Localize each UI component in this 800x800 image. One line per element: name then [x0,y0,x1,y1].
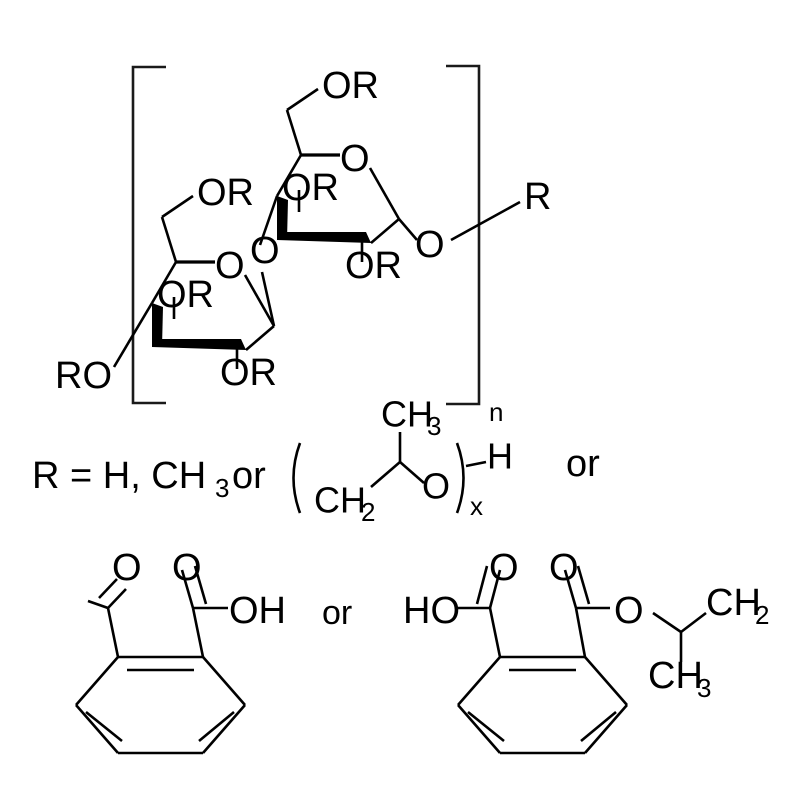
repeat-subscript-n: n [489,397,503,427]
substituent-left-structure: O O OH [75,547,286,755]
or-label-mid-right: OR [282,167,339,209]
repeat-unit-bracket-right [446,64,481,406]
r-definition-line: R = H, CH 3 or CH 3 CH 2 O x H or [32,394,600,527]
hydroxypropyl-repeat-subscript: x [470,491,483,521]
or-label-mid-left: OR [157,274,214,316]
hydroxypropyl-oxygen: O [422,466,450,507]
substituent-conjunction: or [322,594,352,632]
isopropyl-methylene: CH [706,582,761,624]
aldehyde-oxygen-left: O [112,547,142,589]
terminal-oxygen: O [415,224,445,266]
isopropyl-methyl: CH [648,655,703,697]
bond-ch-to-o [399,461,425,484]
terminal-r-label: R [524,176,551,218]
hydroxypropyl-open-paren [292,442,302,514]
isopropyl-methyl-subscript: 3 [697,673,711,703]
hydroxypropyl-close-paren [455,442,465,514]
hydroxyl-left: OH [229,590,286,632]
substituent-right-structure: HO O O O CH 2 CH 3 [403,547,769,755]
or-label-top-right: OR [322,65,379,107]
r-definition-conjunction-2: or [566,443,600,485]
bond-ch-to-ch2 [370,461,401,488]
carbonyl-oxygen-right-left: O [489,547,519,589]
ester-oxygen-right: O [614,590,644,632]
glycosidic-oxygen: O [250,230,280,272]
hydroxypropyl-terminal-h: H [487,436,513,477]
or-label-top-left: OR [197,172,254,214]
terminal-o-r-bond [450,200,521,242]
left-sugar-ring [112,194,276,369]
r-definition-prefix: R = H, CH [32,455,206,497]
ring-oxygen-right: O [340,138,370,180]
ro-label-bottom-left: RO [55,355,112,397]
hydroxypropyl-methyl: CH [381,394,433,435]
acid-hydroxyl-right: HO [403,590,460,632]
hydroxypropyl-methyl-subscript: 3 [427,411,441,441]
or-label-bottom-right: OR [345,245,402,287]
or-label-bottom-left: OR [220,352,277,394]
bond-paren-to-h [465,460,487,468]
carbonyl-oxygen-right-right: O [549,547,579,589]
right-sugar-ring [258,87,418,262]
r-definition-prefix-subscript: 3 [215,473,229,503]
repeat-unit-bracket-left [131,65,166,405]
hydroxypropyl-methylene-subscript: 2 [361,497,375,527]
carbonyl-oxygen-left: O [172,547,202,589]
isopropyl-methylene-subscript: 2 [755,600,769,630]
hydroxypropyl-methylene: CH [314,480,366,521]
ring-oxygen-left: O [215,245,245,287]
r-definition-conjunction-1: or [232,455,266,497]
